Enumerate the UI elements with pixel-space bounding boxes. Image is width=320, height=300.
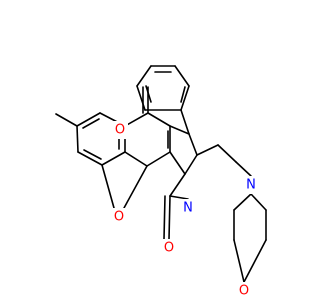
- pyran-bond-5: [124, 151, 148, 167]
- o-pyran-bg: [111, 208, 127, 226]
- benzene-inner-3: [83, 149, 102, 160]
- o-ketone-bg: [112, 121, 128, 139]
- molecule-diagram: O O O N N O: [55, 65, 267, 300]
- propyl-bond-2: [217, 144, 237, 163]
- pyrrole-bond-2: [188, 133, 198, 156]
- pyran-bond-2: [147, 112, 171, 127]
- morpholine-bond-3: [233, 239, 245, 283]
- o-lactam-bg: [161, 239, 177, 257]
- pyran-bond-1: [124, 112, 149, 127]
- pyrrole-bond-3: [184, 154, 198, 175]
- phenyl-bond-2: [174, 65, 190, 87]
- phenyl-link: [180, 109, 190, 135]
- lactam-n-bond: [169, 195, 189, 200]
- propyl-bond-3: [235, 161, 252, 177]
- lactam-oxygen-label: O: [164, 241, 174, 256]
- structure-canvas: O O O N N O: [55, 65, 267, 300]
- pyran-bond-4: [146, 151, 171, 167]
- morpholine-nitrogen-label: N: [246, 178, 256, 193]
- benzene-bond-4: [101, 151, 126, 166]
- pyrrole-bond-1: [169, 125, 190, 135]
- morpholine-oxygen-label: O: [239, 284, 249, 299]
- n-morpholine-bg: [243, 176, 259, 194]
- morpholine-bond-4: [243, 239, 267, 283]
- phenyl-bond-5: [136, 85, 146, 111]
- methyl-bond: [55, 113, 78, 127]
- bond-layer: [55, 65, 267, 283]
- propyl-bond-1: [196, 144, 219, 156]
- benzene-inner-1: [82, 118, 100, 129]
- pyran-o-bond-1: [123, 165, 148, 209]
- phenyl-inner-2: [145, 85, 152, 103]
- atom-label-layer: O O O N N O: [111, 121, 259, 300]
- benzene-bond-1: [76, 112, 101, 127]
- ketone-oxygen-label: O: [115, 123, 125, 138]
- n-pyrrole-bg: [180, 199, 196, 217]
- phenyl-bond-4: [136, 65, 152, 87]
- lactam-carbon-bond: [169, 173, 186, 197]
- phenyl-bond-1: [180, 85, 190, 111]
- benzene-bond-5: [77, 151, 103, 166]
- lactam-c-o-b: [163, 195, 166, 240]
- lactam-c-o-a: [168, 195, 171, 240]
- pyran-oxygen-label: O: [114, 210, 124, 225]
- pyrrole-nitrogen-label: N: [183, 201, 193, 216]
- morpholine-bond-1: [233, 193, 252, 211]
- benzene-bond-6: [76, 125, 79, 153]
- pyrrole-bond-4: [169, 151, 186, 175]
- pyran-o-bond-2: [101, 164, 115, 209]
- phenyl-inner-3: [180, 86, 186, 103]
- o-morpholine-bg: [236, 282, 252, 300]
- morpholine-bond-6: [250, 193, 267, 211]
